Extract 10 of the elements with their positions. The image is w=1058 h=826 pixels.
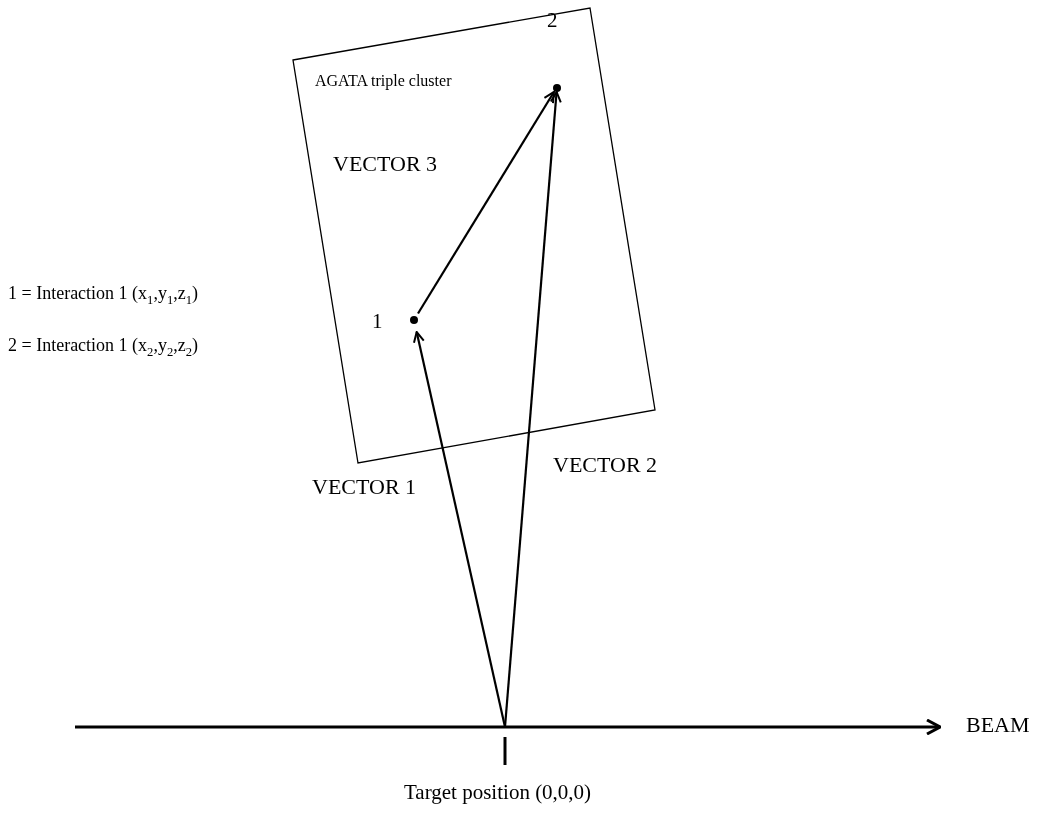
vector-arrow	[503, 91, 562, 728]
text-label: 1 = Interaction 1 (x$_{1}$,y$_{1}$,z$_{1}$)	[8, 284, 198, 308]
text-label: BEAM	[966, 713, 1030, 738]
vector-arrow	[413, 331, 507, 728]
text-label: 2 = Interaction 1 (x$_{2}$,y$_{2}$,z$_{2}$)	[8, 336, 198, 360]
point-number: 2	[547, 10, 558, 31]
vector-arrow	[417, 91, 555, 315]
cluster-label: AGATA triple cluster	[315, 72, 452, 90]
text-label: Target position (0,0,0)	[404, 781, 592, 805]
point-number: 1	[372, 311, 383, 332]
